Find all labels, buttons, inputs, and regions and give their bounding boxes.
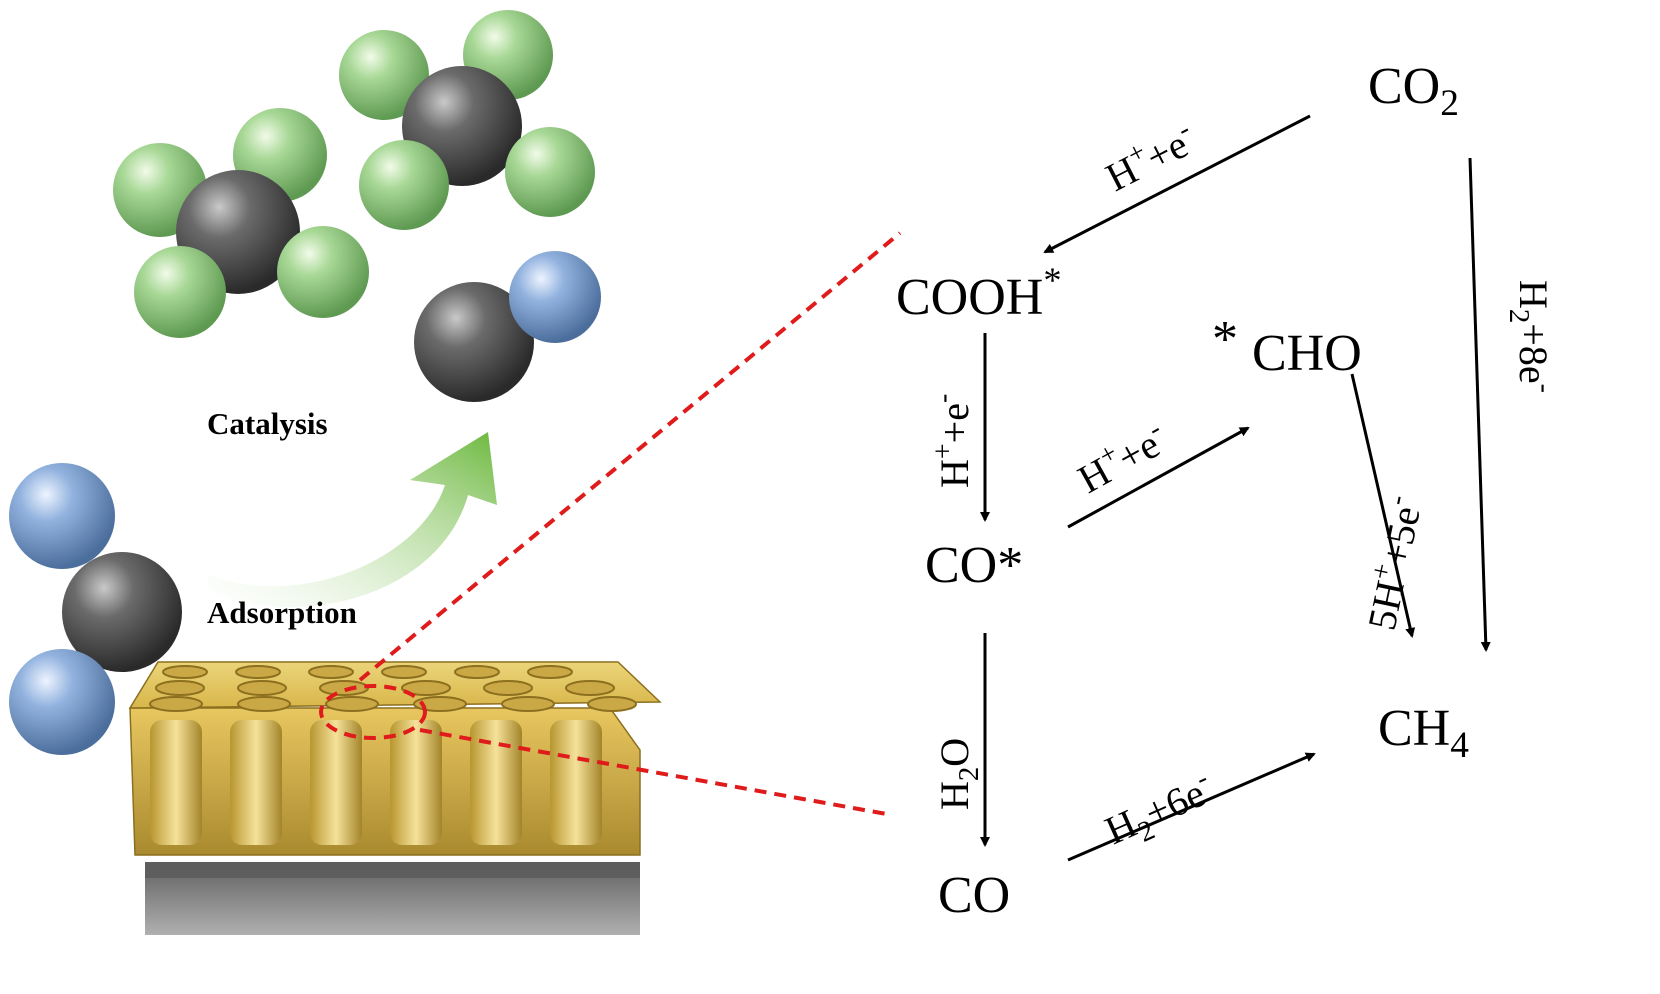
carbon-atom <box>414 282 534 402</box>
arrow-costar-to-cho <box>1067 426 1250 529</box>
membrane-pores <box>149 665 637 712</box>
species-ch4: CH4 <box>1378 700 1469 766</box>
arrow-co-to-ch4 <box>1067 752 1316 862</box>
porous-membrane <box>128 661 662 935</box>
reaction-co2-to-ch4: H2+8e- <box>1503 280 1560 393</box>
reaction-cho-to-ch4: 5H++5e- <box>1355 492 1431 634</box>
fluorine-atom <box>277 226 369 318</box>
species-co2: CO2 <box>1368 58 1459 124</box>
arrow-cho-to-ch4 <box>1350 373 1416 638</box>
arrow-co2-to-cooh <box>1043 114 1311 254</box>
substrate-layer <box>145 875 640 935</box>
arrow-co2-to-ch4 <box>1468 157 1491 652</box>
species-co: CO <box>938 867 1010 924</box>
adsorption-label: Adsorption <box>207 595 357 630</box>
oxygen-atom <box>9 649 115 755</box>
zoom-line-top <box>358 231 902 682</box>
reaction-co-to-ch4: H2+6e- <box>1097 763 1223 861</box>
cf4-molecule-left <box>113 108 369 338</box>
fluorine-atom <box>505 127 595 217</box>
carbon-atom <box>62 552 182 672</box>
oxygen-atom <box>509 251 601 343</box>
fluorine-atom <box>134 246 226 338</box>
substrate-top <box>145 862 640 878</box>
species-cooh: COOH* <box>896 260 1062 326</box>
co2-molecule <box>9 463 182 755</box>
species-co-star: CO* <box>925 537 1023 594</box>
reaction-co2-to-cooh: H++e- <box>1097 114 1203 200</box>
reaction-costar-to-co: H2O <box>932 738 985 810</box>
fluorine-atom <box>339 30 429 120</box>
zoom-circle <box>319 684 427 740</box>
reaction-cooh-to-costar: H++e- <box>928 394 977 488</box>
oxygen-atom <box>9 463 115 569</box>
membrane-channels <box>150 720 602 845</box>
co-molecule <box>414 251 601 402</box>
cf4-molecule-right <box>339 10 595 230</box>
zoom-indicator <box>319 231 902 817</box>
reaction-arrows <box>980 114 1491 862</box>
catalysis-arrow <box>208 432 497 608</box>
species-cho: *CHO <box>1212 311 1362 382</box>
catalysis-label: Catalysis <box>207 406 328 441</box>
reaction-costar-to-cho: H++e- <box>1069 413 1175 502</box>
fluorine-atom <box>359 140 449 230</box>
